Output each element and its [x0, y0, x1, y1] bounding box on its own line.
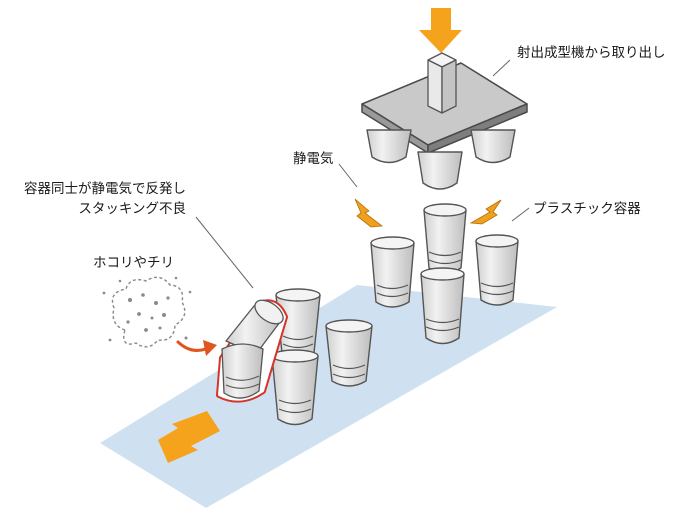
- lightning-bolt-icon: [354, 198, 384, 228]
- cup-stack-front: [271, 349, 319, 426]
- cup-under-platen-2: [470, 129, 516, 164]
- cup-under-platen-3: [417, 151, 463, 190]
- label-stacking-failure-line1: 容器同士が静電気で反発し: [24, 181, 186, 197]
- stacking-failure-cups: [216, 299, 288, 403]
- label-static-electricity: 静電気: [293, 151, 334, 167]
- orange-down-arrow-icon: [419, 8, 462, 53]
- label-dust: ホコリやチリ: [93, 255, 174, 271]
- label-plastic-container: プラスチック容器: [533, 201, 641, 217]
- orange-direction-arrow-icon: [158, 411, 220, 463]
- cup-right-1: [370, 236, 415, 308]
- cup-right-4: [420, 267, 465, 345]
- label-mold-removal: 射出成型機から取り出し: [517, 45, 666, 61]
- dust-to-cup-arrow: [176, 340, 217, 356]
- cup-right-2: [423, 203, 467, 274]
- ejector-pillar: [427, 52, 457, 114]
- dust-cloud-icon: [102, 276, 192, 348]
- cup-under-platen-1: [366, 129, 412, 164]
- lightning-bolt-icon: [469, 199, 502, 225]
- cup-right-3: [475, 234, 519, 306]
- label-stacking-failure: 容器同士が静電気で反発し スタッキング不良: [0, 180, 186, 219]
- leader-lines: [195, 59, 530, 289]
- cup-stack-right-front: [325, 319, 373, 387]
- label-stacking-failure-line2: スタッキング不良: [78, 200, 186, 217]
